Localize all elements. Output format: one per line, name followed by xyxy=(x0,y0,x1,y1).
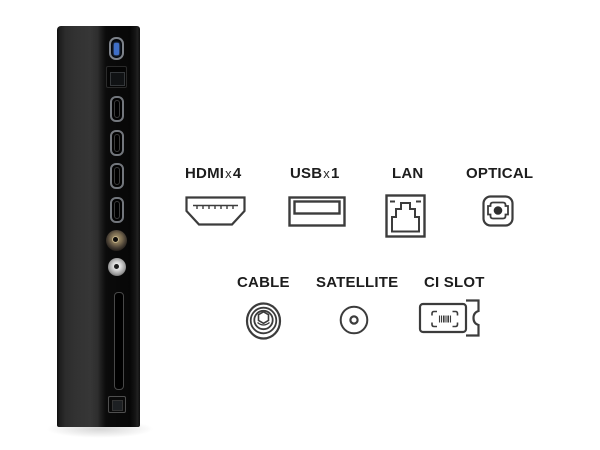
usb-port-icon xyxy=(288,196,346,227)
label-optical: OPTICAL xyxy=(466,165,534,182)
label-ci-slot: CI SLOT xyxy=(424,274,485,291)
lan-port xyxy=(106,66,127,88)
ci-module-icon xyxy=(418,298,482,339)
usb-port xyxy=(109,37,124,60)
cable-coax-port xyxy=(106,230,127,251)
label-satellite: SATELLITE xyxy=(316,274,399,291)
hdmi-port-2 xyxy=(110,130,124,156)
hdmi-port-icon xyxy=(185,196,246,226)
hdmi-port-4 xyxy=(110,197,124,223)
label-lan: LAN xyxy=(392,165,424,182)
usb-blue-insert xyxy=(114,43,119,55)
satellite-coax-port xyxy=(108,258,126,276)
optical-port xyxy=(108,396,126,413)
hdmi-port-3 xyxy=(110,163,124,189)
satellite-port-icon xyxy=(339,305,369,335)
tv-side-panel xyxy=(57,26,140,427)
coax-cable-port-icon xyxy=(245,301,282,341)
ci-slot-port xyxy=(114,292,124,390)
optical-port-icon xyxy=(482,195,514,227)
lan-port-icon xyxy=(385,194,426,238)
label-usb: USBx1 xyxy=(290,165,340,182)
label-hdmi: HDMIx4 xyxy=(185,165,242,182)
hdmi-port-1 xyxy=(110,96,124,122)
label-cable: CABLE xyxy=(237,274,290,291)
